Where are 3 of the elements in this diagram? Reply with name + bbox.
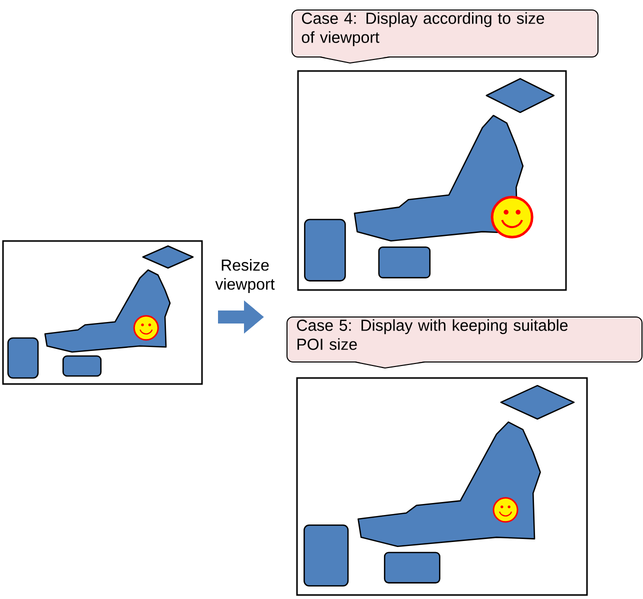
speech-bubble: Case 5: Display with keeping suitable POI size (286, 316, 642, 368)
speech-bubble: Case 4: Display according to size of viewport (292, 10, 598, 64)
arrow-caption: Resize viewport (215, 259, 275, 293)
